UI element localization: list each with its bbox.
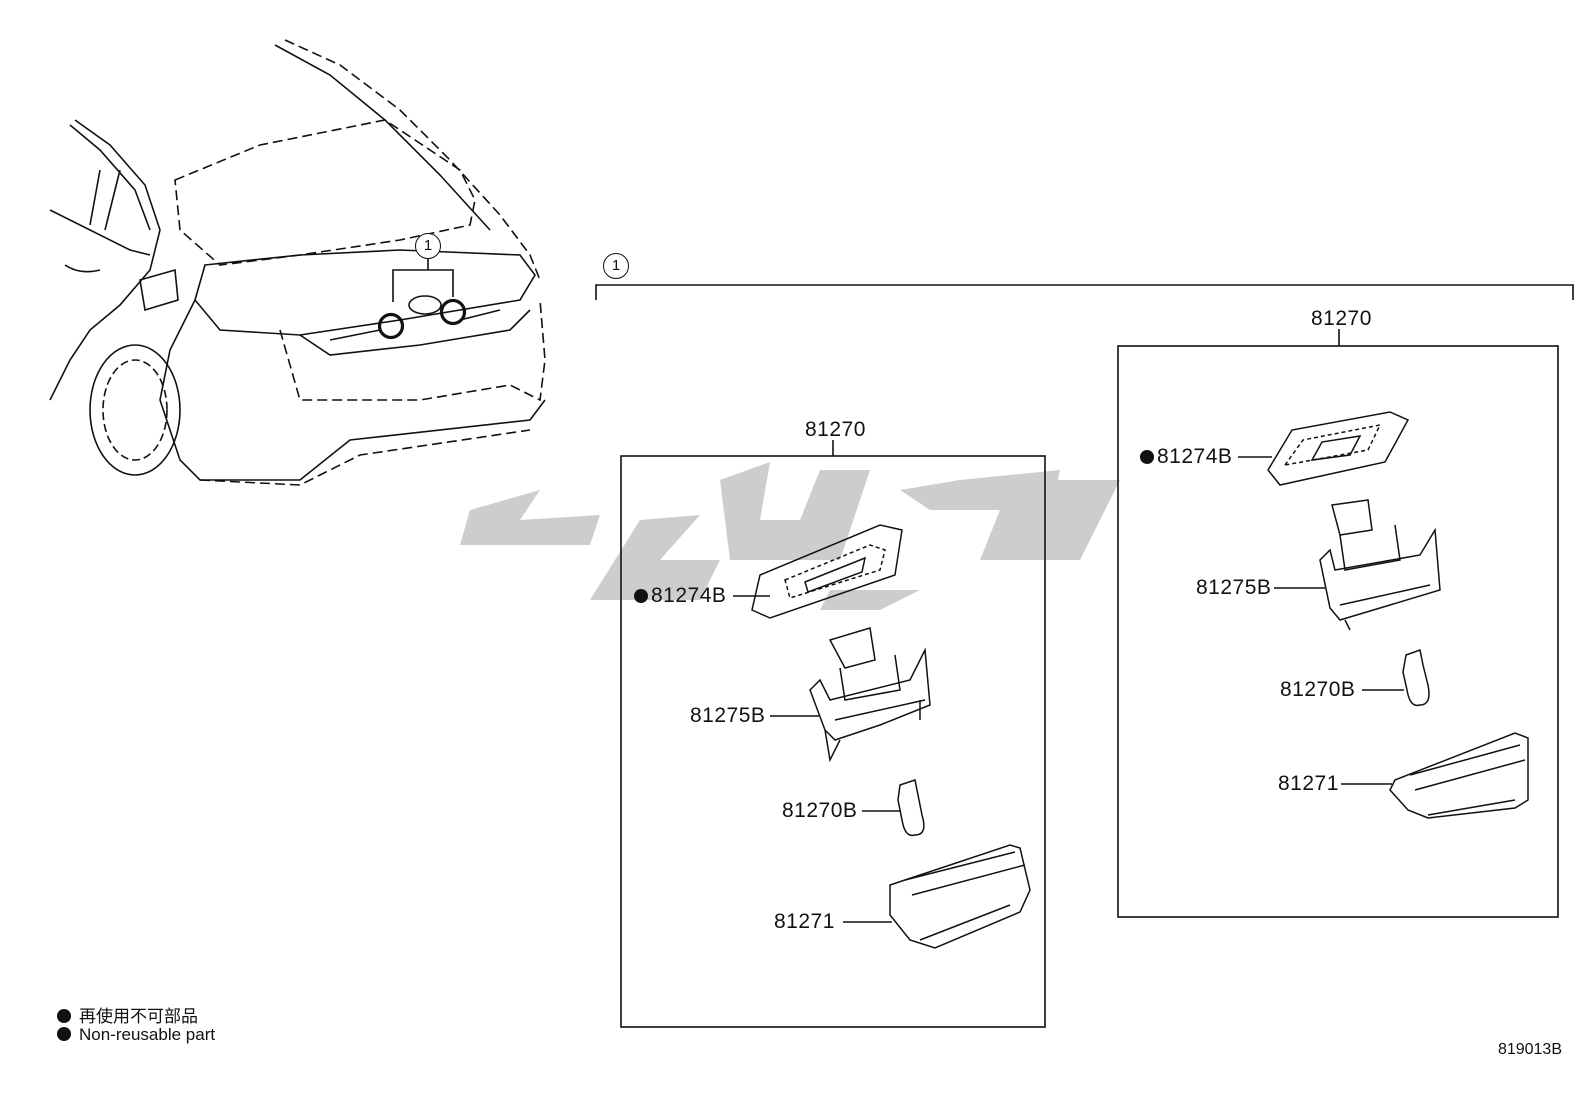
car-rear-illustration [49,39,546,486]
group-bracket [595,284,1574,300]
legend-jp: 再使用不可部品 [57,1002,198,1027]
leader-lines [733,456,1404,923]
assembly-label-right: 81270 [1311,307,1372,330]
part-label: 81270B [1280,678,1356,701]
group-box-right [1117,345,1559,918]
part-label: 81270B [782,799,858,822]
callout-circle-bracket: 1 [603,253,629,279]
part-label: 81274B [634,584,726,608]
callout-circle-car: 1 [415,233,441,259]
non-reusable-dot-icon [1140,450,1154,464]
legend-en: Non-reusable part [57,1025,215,1045]
non-reusable-dot-icon [57,1027,71,1041]
part-label: 81271 [774,910,835,933]
part-number: 81274B [651,584,727,607]
left-parts [751,524,1031,949]
legend-text: Non-reusable part [79,1025,216,1044]
part-label: 81271 [1278,772,1339,795]
non-reusable-dot-icon [57,1009,71,1023]
watermark-logo [460,462,1120,610]
assembly-label-left: 81270 [805,418,866,441]
part-label: 81275B [690,704,766,727]
car-callout-bracket [377,254,467,340]
legend-text: 再使用不可部品 [79,1007,198,1026]
part-label: 81275B [1196,576,1272,599]
part-number: 81274B [1157,445,1233,468]
non-reusable-dot-icon [634,589,648,603]
diagram-code: 819013B [1497,1041,1562,1058]
right-parts [1267,411,1529,819]
part-label: 81274B [1140,445,1232,469]
